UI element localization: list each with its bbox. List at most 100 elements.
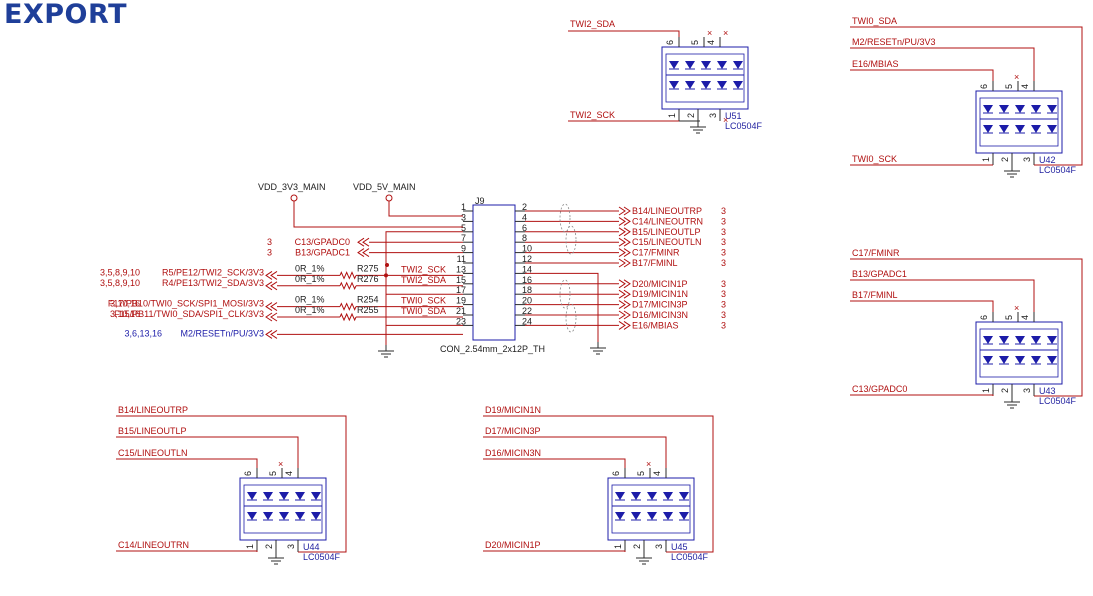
net-label: B14/LINEOUTRP xyxy=(632,206,702,216)
tvs-pin-number: 5 xyxy=(636,471,646,476)
wire xyxy=(525,272,599,342)
pin-number: 21 xyxy=(456,306,466,316)
chevron xyxy=(623,300,631,310)
net-label: C15/LINEOUTLN xyxy=(632,237,702,247)
chevron xyxy=(618,300,626,310)
ground-symbol xyxy=(636,552,652,565)
offsheet-connector xyxy=(618,320,631,330)
net-label: M2/RESETn/PU/3V3 xyxy=(852,37,936,47)
net-label: TWI0_SDA xyxy=(401,306,446,316)
tvs-pin-number: 6 xyxy=(243,471,253,476)
tvs-pin-number: 4 xyxy=(1020,84,1030,89)
pin-number: 6 xyxy=(522,223,527,233)
net-label: TWI0_SCK xyxy=(852,154,897,164)
offsheet-connector xyxy=(618,248,631,258)
no-connect-mark: × xyxy=(1014,72,1019,82)
chevron xyxy=(357,237,365,247)
wire xyxy=(483,550,626,552)
ground-symbol xyxy=(1004,396,1020,409)
sheet-ref: 3,10,16 xyxy=(110,309,140,319)
no-connect-mark: × xyxy=(1014,303,1019,313)
power-port xyxy=(290,194,298,202)
diode-symbol xyxy=(717,61,727,69)
tvs-pin-number: 1 xyxy=(245,544,255,549)
tvs-pin-number: 1 xyxy=(613,544,623,549)
tvs-pin-number: 6 xyxy=(665,40,675,45)
diode-symbol xyxy=(311,512,321,520)
sheet-ref: 3 xyxy=(721,300,726,310)
diode-symbol xyxy=(631,492,641,500)
diode-symbol xyxy=(669,81,679,89)
resistor-symbol xyxy=(339,271,357,280)
ground-symbol xyxy=(268,552,284,565)
net-label: E16/MBIAS xyxy=(632,320,679,330)
diode-symbol xyxy=(983,336,993,344)
wire xyxy=(116,436,299,468)
diode-symbol xyxy=(685,81,695,89)
chevron xyxy=(623,227,631,237)
wire xyxy=(388,201,463,217)
tvs-pin-number: 1 xyxy=(981,157,991,162)
diode-symbol xyxy=(1015,125,1025,133)
net-label: D17/MICIN3P xyxy=(632,300,688,310)
ground-symbol xyxy=(690,121,706,134)
pin-number: 23 xyxy=(456,316,466,326)
net-label: TWI2_SDA xyxy=(570,19,615,29)
offsheet-connector xyxy=(265,270,278,280)
net-label: E16/MBIAS xyxy=(852,59,899,69)
resistor-value: 0R_1% xyxy=(295,305,325,315)
chevron xyxy=(618,206,626,216)
diode-symbol xyxy=(983,125,993,133)
ground-symbol xyxy=(1004,165,1020,178)
net-label: D20/MICIN1P xyxy=(485,540,541,550)
net-label: C13/GPADC0 xyxy=(852,384,907,394)
diode-symbol xyxy=(295,512,305,520)
power-port xyxy=(385,194,393,202)
diff-pair-marker xyxy=(559,203,571,233)
diode-symbol xyxy=(999,105,1009,113)
chevron xyxy=(618,248,626,258)
diode-symbol xyxy=(1015,336,1025,344)
chevron xyxy=(270,329,278,339)
net-label: TWI2_SCK xyxy=(570,110,615,120)
tvs-body xyxy=(975,90,1063,154)
sheet-ref: 3 xyxy=(267,248,272,258)
tvs-pin-number: 5 xyxy=(1004,84,1014,89)
tvs-pin-number: 4 xyxy=(284,471,294,476)
chevron xyxy=(618,289,626,299)
tvs-pin-number: 6 xyxy=(979,84,989,89)
sheet-ref: 3,10,16 xyxy=(110,299,140,309)
no-connect-mark: × xyxy=(646,459,651,469)
net-label: D16/MICIN3N xyxy=(485,448,541,458)
chevron xyxy=(270,312,278,322)
pin-number: 13 xyxy=(456,264,466,274)
pin-number: 5 xyxy=(461,223,466,233)
diode-symbol xyxy=(983,105,993,113)
chevron xyxy=(623,289,631,299)
tvs-pin-number: 3 xyxy=(654,544,664,549)
tvs-pin-number: 1 xyxy=(981,388,991,393)
net-label: TWI0_SCK xyxy=(401,296,446,306)
tvs-body xyxy=(239,477,327,541)
diode-symbol xyxy=(1047,125,1057,133)
tvs-pin-number: 3 xyxy=(1022,388,1032,393)
net-label: C13/GPADC0 xyxy=(295,237,350,247)
pin-number: 18 xyxy=(522,285,532,295)
net-label: R4/PE13/TWI2_SDA/3V3 xyxy=(162,278,264,288)
wire xyxy=(1034,372,1083,397)
chevron xyxy=(618,279,626,289)
pin-number: 17 xyxy=(456,285,466,295)
wire xyxy=(483,436,667,468)
wire xyxy=(850,394,994,396)
diode-symbol xyxy=(647,492,657,500)
diode-symbol xyxy=(1047,105,1057,113)
chevron xyxy=(265,302,273,312)
resistor-symbol xyxy=(339,281,357,291)
tvs-pin-number: 5 xyxy=(268,471,278,476)
offsheet-connector xyxy=(618,227,631,237)
chevron xyxy=(623,310,631,320)
tvs-pin-number: 4 xyxy=(1020,315,1030,320)
sheet-ref: 3,5,8,9,10 xyxy=(100,267,140,277)
resistor-ref: R276 xyxy=(357,274,379,284)
ground-symbol xyxy=(590,342,606,355)
